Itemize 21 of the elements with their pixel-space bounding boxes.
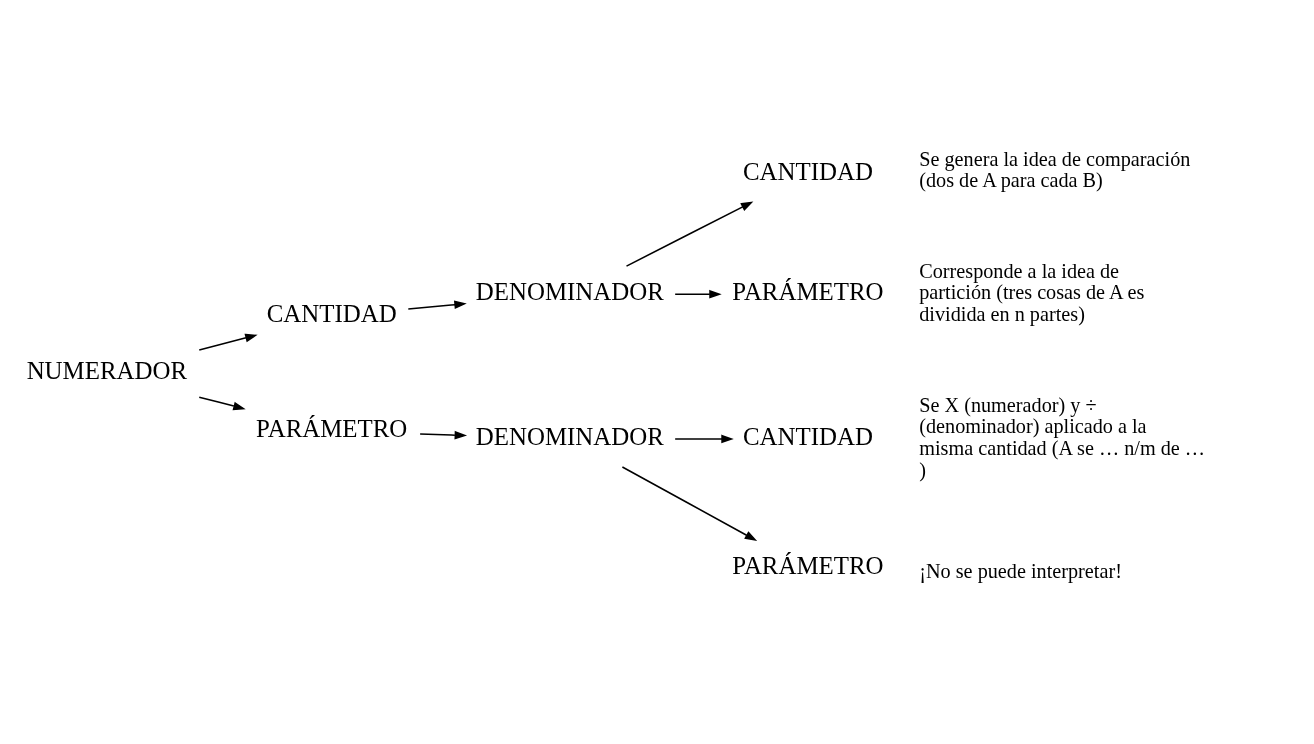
arrow — [621, 466, 758, 542]
arrow — [407, 300, 467, 310]
node-text: NUMERADOR — [26, 357, 188, 385]
node-text: DENOMINADOR — [475, 422, 664, 450]
node-text: DENOMINADOR — [475, 278, 664, 306]
arrow — [625, 201, 754, 267]
node-label: ¡No se puede interpretar! — [919, 560, 1122, 583]
node-text: CANTIDAD — [742, 422, 873, 450]
node-label: Se X (numerador) y ÷ (denominador) aplicado a la misma cantidad (A se … n/m de … ) — [919, 393, 1206, 481]
node-label: Corresponde a la idea de partición (tres cosas de A es dividida en n partes) — [919, 259, 1145, 326]
node-label: Se genera la idea de comparación (dos de A para cada B) — [919, 147, 1191, 192]
node-text: CANTIDAD — [266, 299, 397, 327]
arrow — [198, 333, 258, 351]
node-text: PARÁMETRO — [732, 278, 884, 306]
arrow — [198, 396, 246, 411]
node-text: CANTIDAD — [742, 158, 873, 186]
node-text: PARÁMETRO — [256, 415, 408, 443]
arrow — [419, 430, 468, 440]
arrow — [674, 289, 722, 299]
node-text: PARÁMETRO — [732, 552, 884, 580]
arrow — [674, 434, 734, 444]
